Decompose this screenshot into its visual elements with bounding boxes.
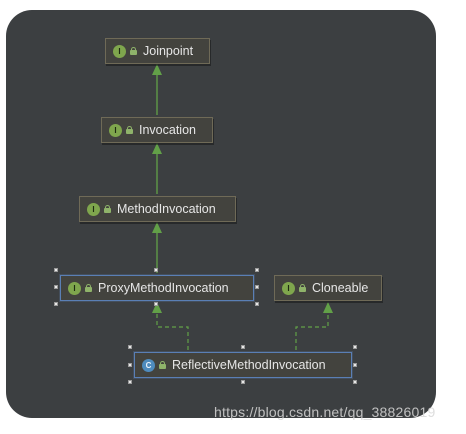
lock-icon [85, 284, 92, 292]
class-icon: C [142, 358, 155, 372]
lock-icon [126, 126, 133, 134]
selection-handle[interactable] [54, 302, 58, 306]
selection-handle[interactable] [128, 380, 132, 384]
arrowhead [152, 143, 162, 154]
selection-handle[interactable] [241, 345, 245, 349]
selection-handle[interactable] [154, 268, 158, 272]
arrowhead [152, 64, 162, 75]
lock-icon [299, 284, 306, 292]
node-methodinvocation[interactable]: I MethodInvocation [79, 196, 236, 222]
selection-handle[interactable] [54, 268, 58, 272]
interface-icon: I [282, 281, 295, 295]
node-label: Cloneable [312, 281, 369, 295]
node-label: MethodInvocation [117, 202, 216, 216]
selection-handle[interactable] [353, 363, 357, 367]
interface-icon: I [113, 44, 126, 58]
edge-layer [152, 64, 333, 350]
selection-handle[interactable] [353, 345, 357, 349]
node-joinpoint[interactable]: I Joinpoint [105, 38, 210, 64]
selection-handle[interactable] [353, 380, 357, 384]
selection-handle[interactable] [255, 302, 259, 306]
selection-handle[interactable] [154, 302, 158, 306]
lock-icon [130, 47, 137, 55]
lock-icon [159, 361, 166, 369]
arrowhead [152, 302, 162, 313]
node-label: Joinpoint [143, 44, 194, 58]
interface-icon: I [68, 281, 81, 295]
node-label: ReflectiveMethodInvocation [172, 358, 326, 372]
selection-handle[interactable] [54, 285, 58, 289]
interface-icon: I [87, 202, 100, 216]
selection-handle[interactable] [255, 268, 259, 272]
arrowhead [152, 222, 162, 233]
selection-handle[interactable] [255, 285, 259, 289]
lock-icon [104, 205, 111, 213]
node-label: ProxyMethodInvocation [98, 281, 229, 295]
arrowhead [323, 302, 333, 313]
interface-icon: I [109, 123, 122, 137]
selection-handle[interactable] [128, 345, 132, 349]
edge-reflective-implements-proxy [156, 306, 189, 350]
node-label: Invocation [139, 123, 196, 137]
node-reflectivemethodinvocation[interactable]: C ReflectiveMethodInvocation [134, 352, 352, 378]
selection-handle[interactable] [128, 363, 132, 367]
edge-reflective-implements-cloneable [295, 306, 329, 350]
node-proxymethodinvocation[interactable]: I ProxyMethodInvocation [60, 275, 254, 301]
node-invocation[interactable]: I Invocation [101, 117, 213, 143]
diagram-canvas: I Joinpoint I Invocation I MethodInvocat… [6, 10, 436, 418]
selection-handle[interactable] [241, 380, 245, 384]
watermark-text: https://blog.csdn.net/qq_38826019 [214, 404, 436, 420]
node-cloneable[interactable]: I Cloneable [274, 275, 382, 301]
